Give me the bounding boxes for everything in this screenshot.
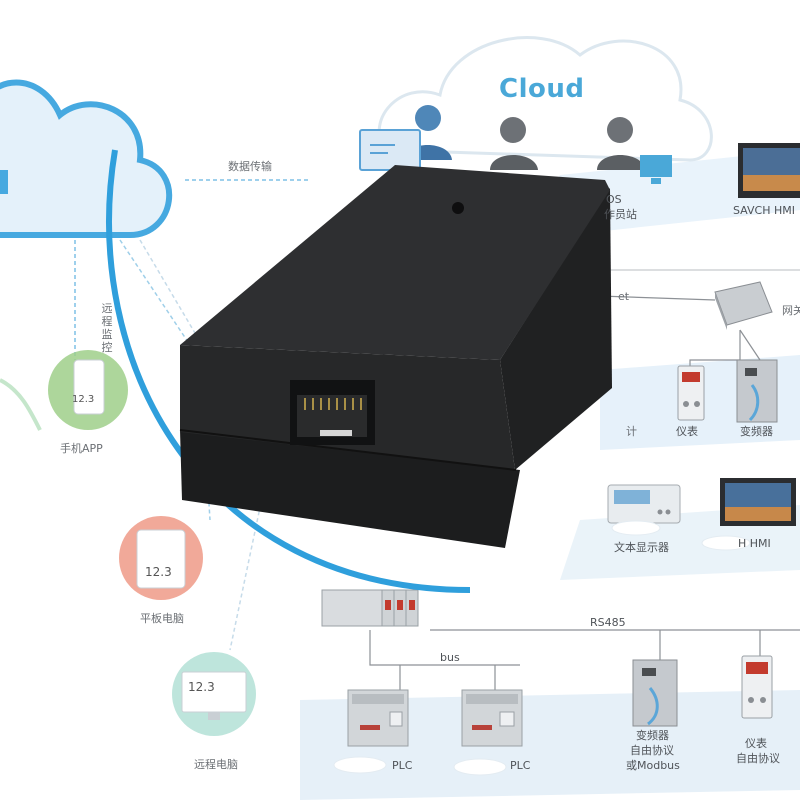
pc-label: 远程电脑 [194, 758, 238, 771]
gateway-line-inverter [739, 329, 761, 361]
remote-monitor-char-1: 远 [101, 302, 113, 315]
tablet-icon [119, 516, 203, 600]
gateway-line-meter [689, 330, 741, 370]
poe-device-product [179, 165, 612, 548]
base-oval-hmi [701, 535, 751, 551]
plc-rack-center [321, 589, 419, 627]
phone-value: 12.3 [72, 394, 95, 405]
operator-station-label: 作员站 [604, 208, 637, 221]
plc-label-1: PLC [392, 759, 413, 772]
remote-monitor-char-2: 程 [101, 315, 113, 328]
user-icon-operator-2 [490, 117, 538, 170]
pc-value: 12.3 [188, 680, 215, 694]
left-accent-arc [0, 378, 42, 431]
cloud-left-icon [0, 79, 173, 238]
inverter-free-label-3: 或Modbus [626, 759, 680, 772]
cloud-left-mark [0, 170, 8, 194]
tablet-label: 平板电脑 [140, 612, 184, 625]
meter-device [677, 365, 705, 421]
rj45-port [290, 380, 375, 445]
monitor-icon-right [640, 155, 672, 184]
remote-monitor-char-4: 控 [101, 341, 113, 354]
base-oval-plc2 [453, 758, 507, 776]
inverter-free-label-2: 自由协议 [630, 744, 674, 757]
meter-left-label: 计 [626, 425, 637, 438]
user-icon-operator-3 [597, 117, 645, 170]
base-oval-display [611, 520, 661, 536]
cloud-outline-large [377, 36, 713, 162]
hmi-panel-top [738, 143, 800, 198]
rs485-label: RS485 [590, 616, 626, 629]
rs485-drops [659, 630, 761, 660]
device-bottom-face [180, 430, 520, 548]
monitor-icon-left [359, 129, 421, 171]
plc-device-1 [347, 689, 409, 747]
meter-label: 仪表 [676, 425, 698, 438]
phone-app-icon [48, 350, 128, 430]
text-display-device [607, 484, 681, 524]
meter-free-label-2: 自由协议 [736, 752, 780, 765]
gateway-label: 网关 [782, 304, 800, 317]
inverter-device [736, 359, 778, 423]
device-indicator-hole [452, 202, 464, 214]
gateway-device [714, 281, 773, 330]
remote-monitor-label: 远 程 监 控 [100, 302, 114, 354]
text-display-label: 文本显示器 [614, 541, 669, 554]
hmi-label-bottom: H HMI [738, 537, 771, 550]
device-side-face [500, 188, 612, 470]
bus-lines [369, 630, 520, 690]
blue-swoosh-arc [106, 149, 471, 593]
pc-icon [172, 652, 256, 736]
phone-app-label: 手机APP [60, 442, 103, 455]
savch-hmi-label-top: SAVCH HMI [733, 204, 795, 217]
os-label: OS [606, 193, 622, 206]
meter-free-label-1: 仪表 [745, 737, 767, 750]
plc-label-2: PLC [510, 759, 531, 772]
inverter-free-label-1: 变频器 [636, 729, 669, 742]
plc-device-2 [461, 689, 523, 747]
hmi-panel-bottom [720, 478, 796, 526]
meter-device-bottom [741, 655, 773, 719]
data-transfer-label: 数据传输 [228, 160, 272, 173]
inverter-label: 变频器 [740, 425, 773, 438]
ethernet-label: et [618, 290, 630, 303]
cloud-title: Cloud [499, 74, 585, 104]
base-oval-plc1 [333, 756, 387, 774]
inverter-device-bottom [632, 659, 678, 727]
device-top-face [180, 165, 610, 360]
tablet-value: 12.3 [145, 565, 172, 579]
bus-label: bus [440, 651, 460, 664]
remote-monitor-char-3: 监 [101, 328, 113, 341]
